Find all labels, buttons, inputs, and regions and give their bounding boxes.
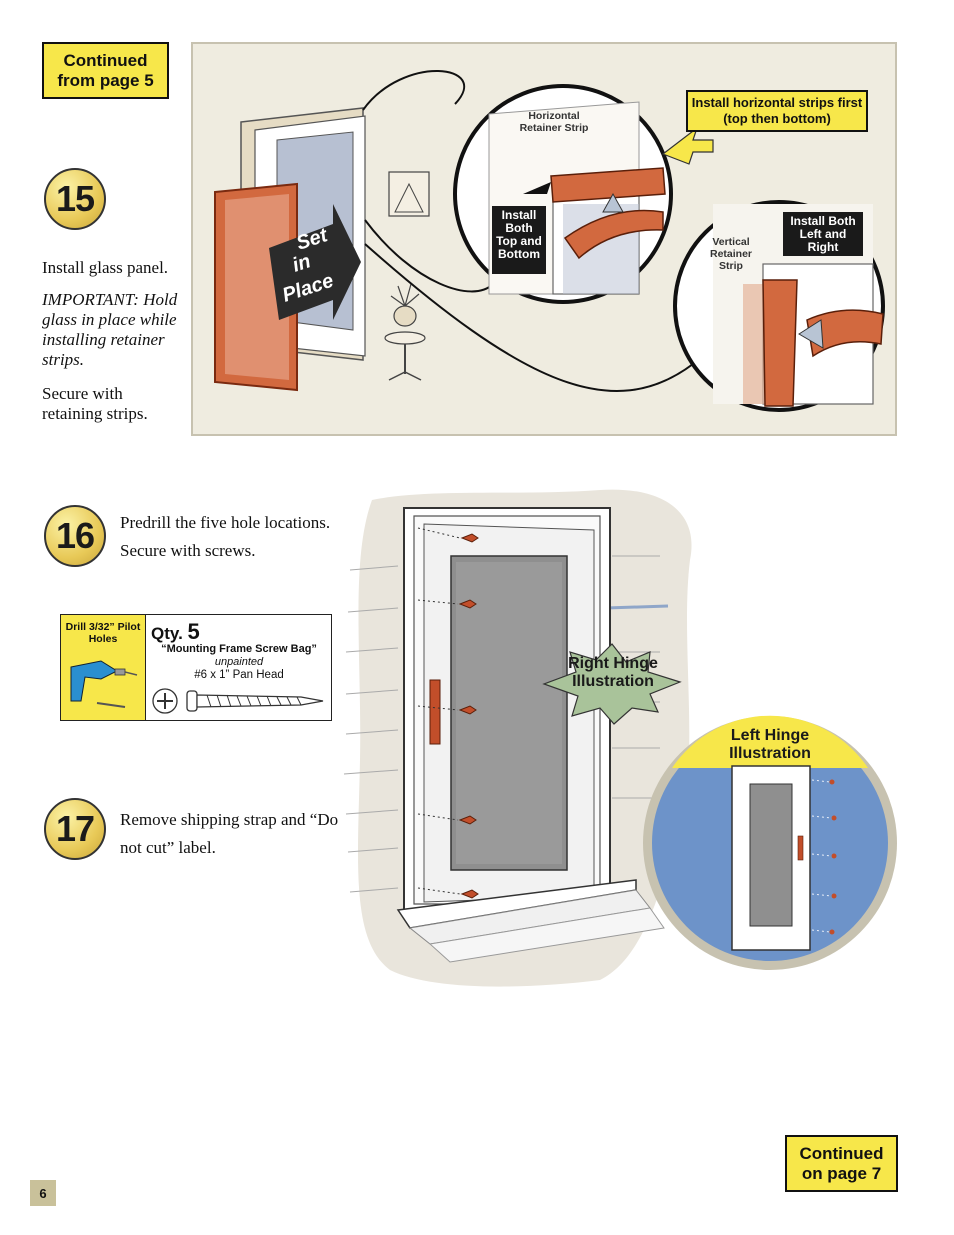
left-right-callout: Install Both Left and Right (783, 212, 863, 256)
svg-text:in: in (290, 250, 314, 276)
qty-label: Qty. 5 (151, 619, 200, 645)
vertical-strip-label: Vertical Retainer Strip (709, 236, 752, 272)
step-17-badge: 17 (44, 798, 106, 860)
step-15-badge: 15 (44, 168, 106, 230)
bag-note: unpainted (214, 656, 264, 668)
horizontal-first-text: Install horizontal strips first (top the… (691, 95, 863, 126)
screw-spec: #6 x 1” Pan Head (194, 669, 284, 681)
page-number: 6 (30, 1180, 56, 1206)
hardware-box: Drill 3/32” Pilot Holes Qty. 5 “Mounting… (60, 614, 332, 721)
horizontal-strip-label: Horizontal Retainer Strip (519, 110, 589, 134)
drill-icon (70, 660, 138, 708)
screw-icon (152, 688, 324, 714)
right-hinge-label: Right Hinge Illustration (568, 655, 658, 690)
step-16-secure-text: Secure with screws. (120, 541, 256, 560)
step-15-secure-text: Secure with retaining strips. (42, 384, 148, 423)
top-bottom-callout: Install Both Top and Bottom (492, 206, 546, 274)
continued-from-label: Continued from page 5 (57, 51, 154, 90)
step-16-badge: 16 (44, 505, 106, 567)
step-16-predrill-text: Predrill the five hole locations. (120, 513, 331, 532)
step-15-illustration: Set in Place Horizontal Retainer Strip I… (191, 42, 897, 436)
step-15-number: 15 (55, 178, 95, 219)
drill-label: Drill 3/32” Pilot Holes (65, 621, 141, 645)
left-hinge-label: Left Hinge Illustration (729, 727, 811, 762)
horizontal-first-callout: Install horizontal strips first (top the… (686, 90, 868, 132)
continued-on-box: Continued on page 7 (785, 1135, 898, 1192)
step-16-number: 16 (55, 515, 95, 556)
qty-value: 5 (187, 619, 200, 644)
page-number-text: 6 (39, 1185, 47, 1201)
step-17-remove-text: Remove shipping strap and “Do not cut” l… (120, 810, 339, 857)
step-15-important-text: IMPORTANT: Hold glass in place while ins… (42, 290, 178, 369)
qty-text: Qty. (151, 624, 183, 643)
drill-panel: Drill 3/32” Pilot Holes (61, 615, 146, 720)
continued-from-box: Continued from page 5 (42, 42, 169, 99)
step-15-install-text: Install glass panel. (42, 258, 169, 277)
step-17-number: 17 (55, 808, 95, 849)
bag-name: “Mounting Frame Screw Bag” (161, 643, 317, 655)
continued-on-label: Continued on page 7 (799, 1144, 884, 1183)
